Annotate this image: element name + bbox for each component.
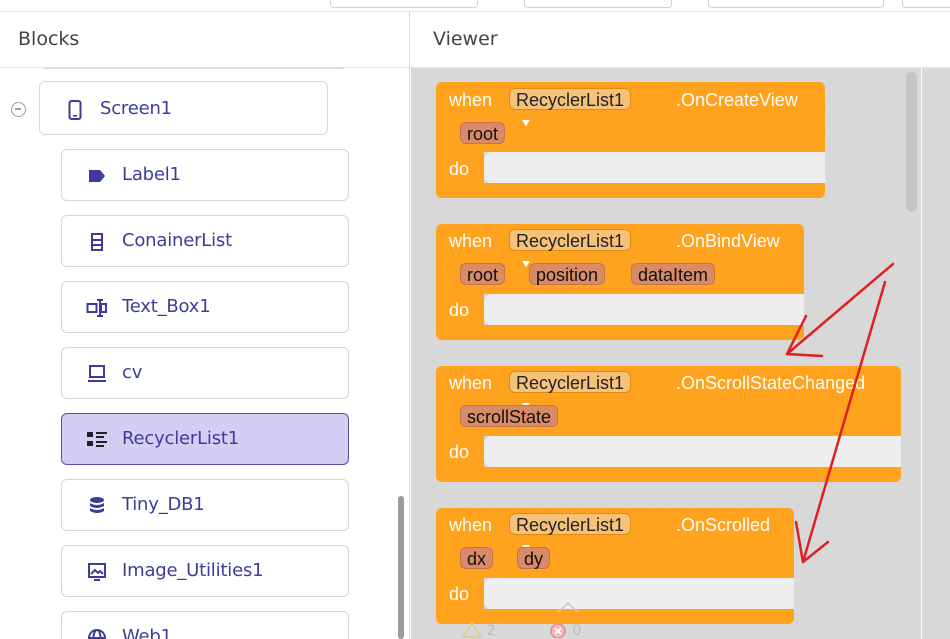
tree-item-conainerlist[interactable]: ConainerList — [61, 215, 349, 267]
param-scrollstate[interactable]: scrollState — [460, 405, 559, 427]
list-icon — [86, 429, 108, 451]
component-dropdown[interactable]: RecyclerList1 — [509, 371, 632, 410]
do-keyword: do — [449, 300, 470, 320]
toolbar-button[interactable] — [708, 0, 884, 8]
event-name: .OnBindView — [676, 231, 780, 251]
param-dx[interactable]: dx — [460, 547, 494, 569]
error-indicator[interactable]: 0 — [548, 622, 581, 639]
image-icon — [86, 561, 108, 583]
laptop-icon — [86, 363, 108, 385]
component-dropdown[interactable]: RecyclerList1 — [509, 229, 632, 268]
param-position[interactable]: position — [529, 263, 606, 285]
container-icon — [86, 231, 108, 253]
workspace-edge — [921, 68, 922, 639]
tree-item-label: Screen1 — [100, 98, 172, 119]
tree-item-label1[interactable]: Label1 — [61, 149, 349, 201]
param-dy[interactable]: dy — [517, 547, 551, 569]
component-dropdown[interactable]: RecyclerList1 — [509, 88, 632, 127]
globe-icon — [86, 627, 108, 639]
component-name: RecyclerList1 — [516, 515, 625, 535]
error-count: 0 — [572, 623, 582, 639]
top-toolbar-strip — [0, 0, 950, 12]
collapse-icon[interactable] — [11, 102, 26, 117]
event-name: .OnCreateView — [676, 90, 798, 110]
tree-item-cv[interactable]: cv — [61, 347, 349, 399]
chevron-up-icon[interactable] — [556, 600, 580, 614]
component-name: RecyclerList1 — [516, 373, 625, 393]
tree-item-web1[interactable]: Web1 — [61, 611, 349, 639]
tree-item-label: Image_Utilities1 — [122, 560, 264, 581]
chevron-down-icon — [522, 261, 530, 268]
warning-count: 2 — [486, 623, 496, 639]
component-name: RecyclerList1 — [516, 90, 625, 110]
blocks-panel: Blocks Screen1 Label1 ConainerList — [0, 12, 410, 639]
tree-item-label: Text_Box1 — [122, 296, 211, 317]
tree-item-recyclerlist1[interactable]: RecyclerList1 — [61, 413, 349, 465]
toolbar-button[interactable] — [902, 0, 950, 8]
warning-icon — [461, 621, 483, 638]
viewer-title: Viewer — [433, 28, 498, 50]
when-keyword: when — [449, 515, 493, 535]
textbox-icon — [86, 297, 108, 319]
toolbar-button[interactable] — [330, 0, 478, 8]
annotation-arrow-upper — [785, 262, 895, 356]
do-keyword: do — [449, 584, 470, 604]
warning-indicator[interactable]: 2 — [461, 621, 496, 639]
component-name: RecyclerList1 — [516, 231, 625, 251]
workspace-scrollbar[interactable] — [906, 72, 917, 212]
tree-item-image-utilities1[interactable]: Image_Utilities1 — [61, 545, 349, 597]
tree-item-label: ConainerList — [122, 230, 232, 251]
label-tag-icon — [86, 165, 108, 187]
tree-item-screen1[interactable]: Screen1 — [39, 81, 328, 135]
when-keyword: when — [449, 373, 493, 393]
do-keyword: do — [449, 159, 470, 179]
toolbar-button[interactable] — [524, 0, 672, 8]
annotation-arrow-lower — [801, 280, 887, 564]
chevron-down-icon — [522, 120, 530, 127]
tree-item-text-box1[interactable]: Text_Box1 — [61, 281, 349, 333]
param-root[interactable]: root — [460, 122, 506, 144]
phone-icon — [64, 99, 86, 121]
event-name: .OnScrollStateChanged — [676, 373, 866, 393]
param-root[interactable]: root — [460, 263, 506, 285]
blocks-panel-scrollbar[interactable] — [398, 496, 404, 639]
when-keyword: when — [449, 90, 493, 110]
viewer-header: Viewer — [410, 12, 950, 68]
do-keyword: do — [449, 442, 470, 462]
component-tree: Screen1 Label1 ConainerList Text_Box1 cv — [0, 68, 409, 639]
param-dataitem[interactable]: dataItem — [631, 263, 716, 285]
when-keyword: when — [449, 231, 493, 251]
tree-item-tiny-db1[interactable]: Tiny_DB1 — [61, 479, 349, 531]
tree-item-label: RecyclerList1 — [122, 428, 240, 449]
database-icon — [86, 495, 108, 517]
tree-item-label: Tiny_DB1 — [122, 494, 205, 515]
blocks-panel-title: Blocks — [18, 28, 80, 50]
event-name: .OnScrolled — [676, 515, 771, 535]
tree-item-label: Web1 — [122, 626, 172, 639]
blocks-panel-header: Blocks — [0, 12, 409, 68]
tree-item-label: Label1 — [122, 164, 181, 185]
tree-item-label: cv — [122, 362, 143, 383]
